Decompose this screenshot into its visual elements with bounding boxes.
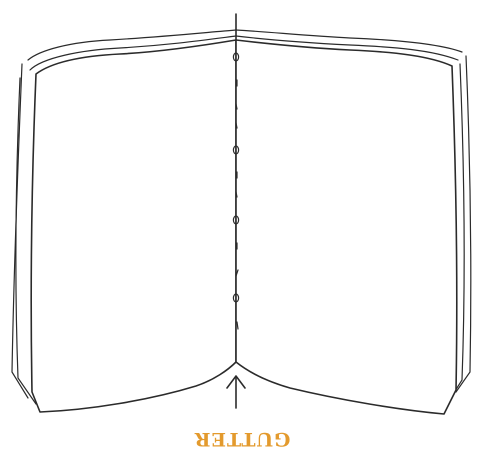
right-page bbox=[236, 40, 457, 414]
gutter-label: GUTTER bbox=[0, 428, 484, 450]
left-page bbox=[31, 40, 236, 412]
arrow-up-icon bbox=[227, 376, 245, 408]
